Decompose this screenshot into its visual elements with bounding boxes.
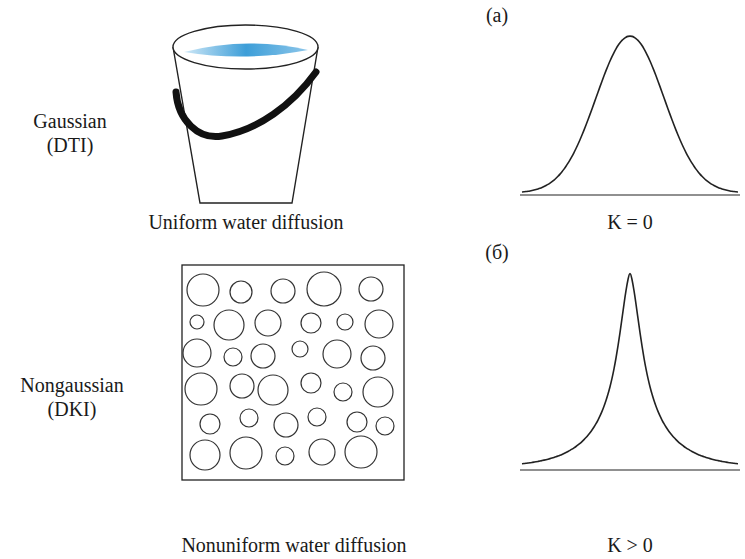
tissue-box — [182, 265, 404, 480]
cell-circle — [337, 314, 353, 330]
bucket — [173, 25, 318, 203]
cell-circle — [376, 417, 394, 435]
cell-circle — [224, 348, 242, 366]
cell-circle — [323, 340, 351, 368]
cell-circle — [230, 281, 252, 303]
baseline — [520, 194, 740, 195]
cell-circle — [187, 274, 219, 306]
bucket-rim — [173, 25, 318, 69]
kurtotic-curve — [522, 274, 738, 464]
cell-circle — [274, 413, 298, 437]
cell-circle — [190, 315, 204, 329]
cell-circle — [363, 377, 393, 407]
cell-circle — [347, 412, 367, 432]
cell-circle — [240, 409, 258, 427]
cell-circle — [308, 408, 326, 426]
cell-circle — [183, 339, 211, 367]
cell-circle — [345, 436, 377, 468]
cell-circle — [292, 341, 308, 357]
cell-circle — [334, 383, 352, 401]
kurtosis-value: K = 0 — [607, 210, 653, 234]
cell-circle — [271, 279, 295, 303]
panel-label: (a) — [486, 3, 508, 27]
cell-circle — [307, 272, 341, 306]
cell-circle — [255, 310, 281, 336]
gaussian-curve — [522, 36, 738, 192]
distribution-curves — [520, 36, 740, 470]
cell-circle — [258, 375, 288, 405]
cell-circle — [359, 277, 383, 301]
cell-circle — [301, 373, 321, 393]
cell-circle — [276, 447, 294, 465]
cell-circle — [361, 346, 385, 370]
cell-circle — [251, 344, 275, 368]
cell-circle — [301, 313, 321, 333]
cell-circle — [214, 310, 244, 340]
cell-circle — [309, 439, 335, 465]
panel-label: (б) — [485, 240, 509, 264]
cell-circle — [200, 414, 220, 434]
water-surface — [184, 43, 308, 56]
cells — [183, 272, 394, 470]
caption-label: Uniform water diffusion — [148, 210, 343, 234]
baseline — [520, 469, 740, 470]
kurtosis-value: K > 0 — [607, 533, 653, 557]
caption-label: Nongaussian (DKI) — [10, 373, 135, 421]
cell-circle — [190, 440, 220, 470]
caption-label: Gaussian (DTI) — [23, 109, 118, 157]
cell-circle — [230, 437, 262, 469]
cell-circle — [230, 374, 254, 398]
caption-label: Nonuniform water diffusion — [181, 533, 406, 557]
bucket-body — [173, 47, 318, 203]
cell-circle — [185, 373, 217, 405]
bucket-handle — [176, 72, 316, 137]
cell-circle — [365, 310, 393, 338]
